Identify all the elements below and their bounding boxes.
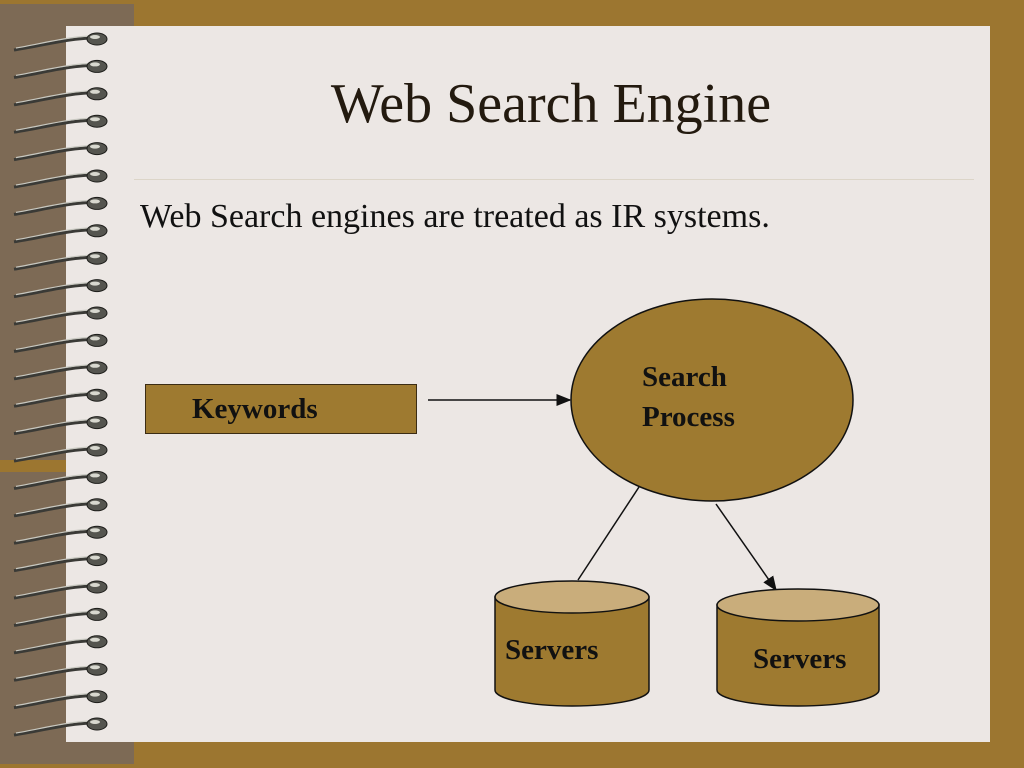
spiral-ring xyxy=(13,580,108,600)
spiral-ring xyxy=(13,169,108,189)
spiral-ring xyxy=(13,279,108,299)
keywords-box[interactable]: Keywords xyxy=(145,384,417,434)
spiral-ring xyxy=(13,690,108,710)
spiral-ring xyxy=(13,443,108,463)
spiral-ring xyxy=(13,498,108,518)
spiral-ring xyxy=(13,361,108,381)
spiral-ring xyxy=(13,416,108,436)
spiral-ring xyxy=(13,553,108,573)
servers-cylinder-left[interactable] xyxy=(494,580,650,707)
spiral-ring xyxy=(13,607,108,627)
search-process-node[interactable] xyxy=(570,298,854,502)
spiral-ring xyxy=(13,388,108,408)
spiral-ring xyxy=(13,470,108,490)
line-search-to-left-servers xyxy=(577,486,640,581)
spiral-ring xyxy=(13,333,108,353)
spiral-ring xyxy=(13,717,108,737)
arrow-search-to-right-servers xyxy=(715,503,777,592)
servers-right-label: Servers xyxy=(753,643,847,675)
spiral-ring xyxy=(13,142,108,162)
spiral-ring xyxy=(13,662,108,682)
spiral-ring xyxy=(13,196,108,216)
servers-cylinder-right[interactable] xyxy=(716,588,880,707)
spiral-ring xyxy=(13,306,108,326)
spiral-ring xyxy=(13,251,108,271)
spiral-ring xyxy=(13,525,108,545)
title-divider xyxy=(134,179,974,180)
search-process-label: Search Process xyxy=(642,361,735,433)
spiral-ring xyxy=(13,59,108,79)
spiral-ring xyxy=(13,224,108,244)
spiral-binding xyxy=(13,32,108,737)
slide-title: Web Search Engine xyxy=(330,73,772,135)
keywords-label: Keywords xyxy=(192,393,318,425)
spiral-ring xyxy=(13,635,108,655)
slide-body-text: Web Search engines are treated as IR sys… xyxy=(140,198,770,235)
spiral-ring xyxy=(13,87,108,107)
spiral-ring xyxy=(13,114,108,134)
spiral-ring xyxy=(13,32,108,52)
servers-left-label: Servers xyxy=(505,634,599,666)
